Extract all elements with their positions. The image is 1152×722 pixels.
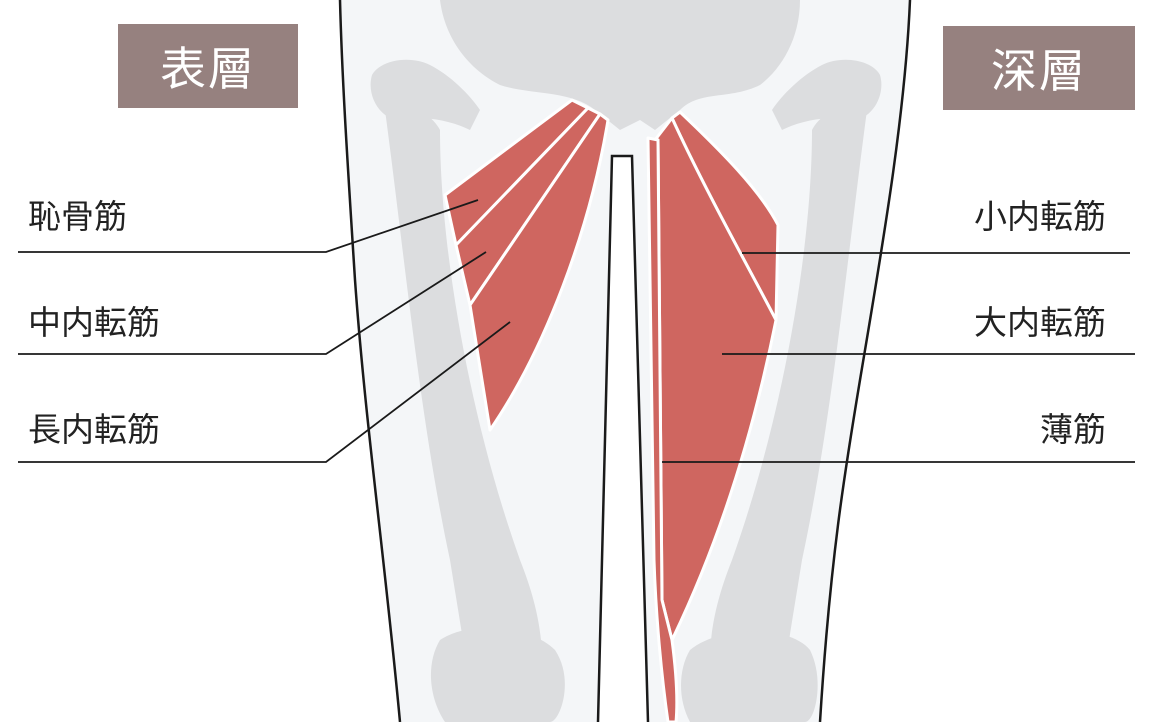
deep-layer-label: 深層 [991,35,1087,101]
label-adductor-longus: 長内転筋 [28,410,160,450]
label-gracilis: 薄筋 [1040,410,1106,450]
label-adductor-minimus: 小内転筋 [974,197,1106,237]
right-knee [681,631,818,722]
label-adductor-brevis: 中内転筋 [28,303,160,343]
label-pectineus: 恥骨筋 [28,197,127,237]
label-adductor-magnus: 大内転筋 [974,303,1106,343]
superficial-layer-label: 表層 [160,33,256,99]
superficial-layer-badge: 表層 [118,24,298,108]
deep-layer-badge: 深層 [943,26,1135,110]
